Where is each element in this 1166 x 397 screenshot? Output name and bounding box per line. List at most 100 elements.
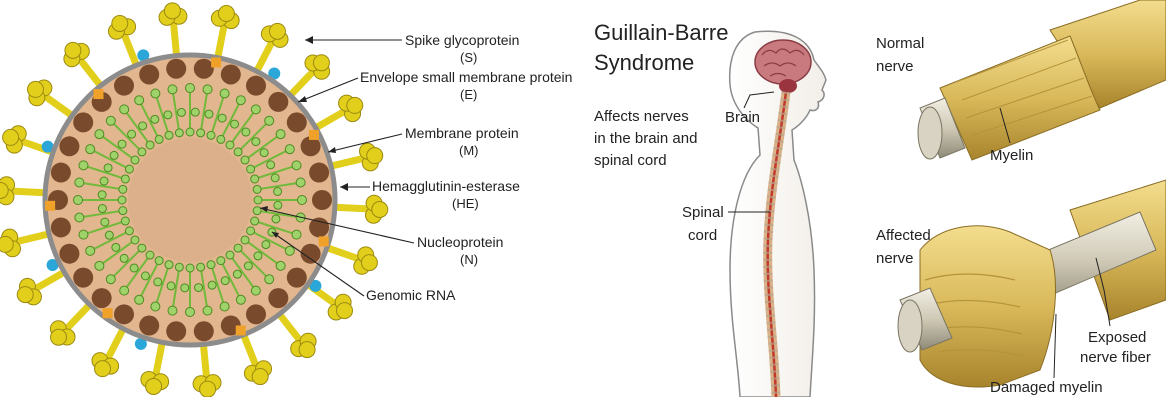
damaged-myelin [920,226,1055,387]
membrane-protein [166,59,186,79]
nucleoprotein-bead [208,281,216,289]
spike-head [51,329,67,345]
label-rna-name: Genomic RNA [366,287,456,303]
nucleoprotein-bead [138,148,146,156]
membrane-protein [246,304,266,324]
exposed-label-line2: nerve fiber [1080,349,1151,366]
nucleoprotein-bead [86,246,95,255]
spike-head [361,255,377,271]
nucleoprotein-bead [98,205,106,213]
membrane-protein [59,136,79,156]
nucleoprotein-bead [241,156,249,164]
spike-head [27,81,43,97]
nucleoprotein-bead [95,261,104,270]
nucleoprotein-bead [146,141,154,149]
spike-head [164,3,180,19]
myelin-label: Myelin [990,147,1033,164]
spike-head [3,129,19,145]
nucleoprotein-bead [276,261,285,270]
gbs-desc-line3: spinal cord [594,152,667,169]
spike-head [252,369,268,385]
envelope-protein [309,130,319,140]
nucleoprotein-bead [251,175,259,183]
membrane-protein [268,288,288,308]
brain-label: Brain [725,109,760,126]
nucleoprotein-bead [75,213,84,222]
nucleoprotein-bead [131,156,139,164]
nucleoprotein-bead [86,145,95,154]
nucleoprotein-bead [241,236,249,244]
label-membrane-name: Membrane protein [405,125,519,141]
nucleoprotein-bead [101,218,109,226]
nucleoprotein-bead [112,243,120,251]
spike-head [146,378,162,394]
nucleoprotein-bead [118,140,126,148]
nucleoprotein-bead [218,114,226,122]
gbs-title-line1: Guillain-Barre [594,20,729,45]
nucleoprotein-bead [251,105,260,114]
nucleoprotein-bead [252,138,260,146]
nucleoprotein-bead [141,272,149,280]
nucleoprotein-bead [139,122,147,130]
nucleoprotein-bead [121,217,129,225]
nucleoprotein-bead [95,130,104,139]
nucleoprotein-bead [164,111,172,119]
nucleoprotein-bead [130,264,138,272]
nucleoprotein-bead [151,89,160,98]
nucleoprotein-bead [165,261,173,269]
gbs-diagram: Guillain-Barre Syndrome Affects nerves i… [580,0,1166,397]
nucleoprotein-bead [186,84,195,93]
label-spike-name: Spike glycoprotein [405,32,519,48]
nucleoprotein-bead [175,263,183,271]
membrane-protein [139,316,159,336]
nucleoprotein-bead [118,196,126,204]
nucleoprotein-bead [260,149,268,157]
nucleoprotein-bead [234,244,242,252]
label-nucleoprotein-abbr: (N) [460,252,478,267]
nucleoprotein-bead [274,201,282,209]
normal-label-line1: Normal [876,35,924,52]
spike-head [337,303,353,319]
nucleoprotein-bead [79,161,88,170]
coronavirus-diagram: Spike glycoprotein (S) Envelope small me… [0,0,580,397]
membrane-protein [287,268,307,288]
spike-head [372,201,388,217]
spinal-label-line2: cord [688,227,717,244]
membrane-protein [114,76,134,96]
nucleoprotein-bead [186,128,194,136]
nucleoprotein-bead [220,89,229,98]
label-envelope-name: Envelope small membrane protein [360,69,572,85]
nucleoprotein-bead [104,164,112,172]
spike-head [313,55,329,71]
nucleoprotein-bead [110,151,118,159]
nucleoprotein-bead [175,129,183,137]
nucleoprotein-bead [168,85,177,94]
nucleoprotein-bead [296,178,305,187]
membrane-protein [309,217,329,237]
membrane-protein [51,217,71,237]
affected-label-line1: Affected [876,227,931,244]
nucleoprotein-bead [186,308,195,317]
label-envelope-abbr: (E) [460,87,477,102]
nucleoprotein-bead [253,207,261,215]
envelope-protein [93,89,103,99]
nucleoprotein-bead [285,246,294,255]
nucleoprotein-bead [154,278,162,286]
membrane-protein [51,163,71,183]
nucleoprotein-bead [265,275,274,284]
nucleoprotein-bead [98,191,106,199]
nucleoprotein-bead [205,110,213,118]
nucleoprotein-bead [271,174,279,182]
nucleoprotein-bead [251,217,259,225]
gbs-title-line2: Syndrome [594,50,694,75]
nucleoprotein-bead [135,295,144,304]
label-membrane-abbr: (M) [459,143,479,158]
membrane-protein [114,304,134,324]
nucleoprotein-bead [285,145,294,154]
nucleoprotein-bead [128,130,136,138]
nucleoprotein-bead [276,130,285,139]
label-hemagglutinin-abbr: (HE) [452,196,479,211]
spike-head [218,6,234,22]
nucleoprotein-bead [203,85,212,94]
nucleoprotein-bead [244,262,252,270]
